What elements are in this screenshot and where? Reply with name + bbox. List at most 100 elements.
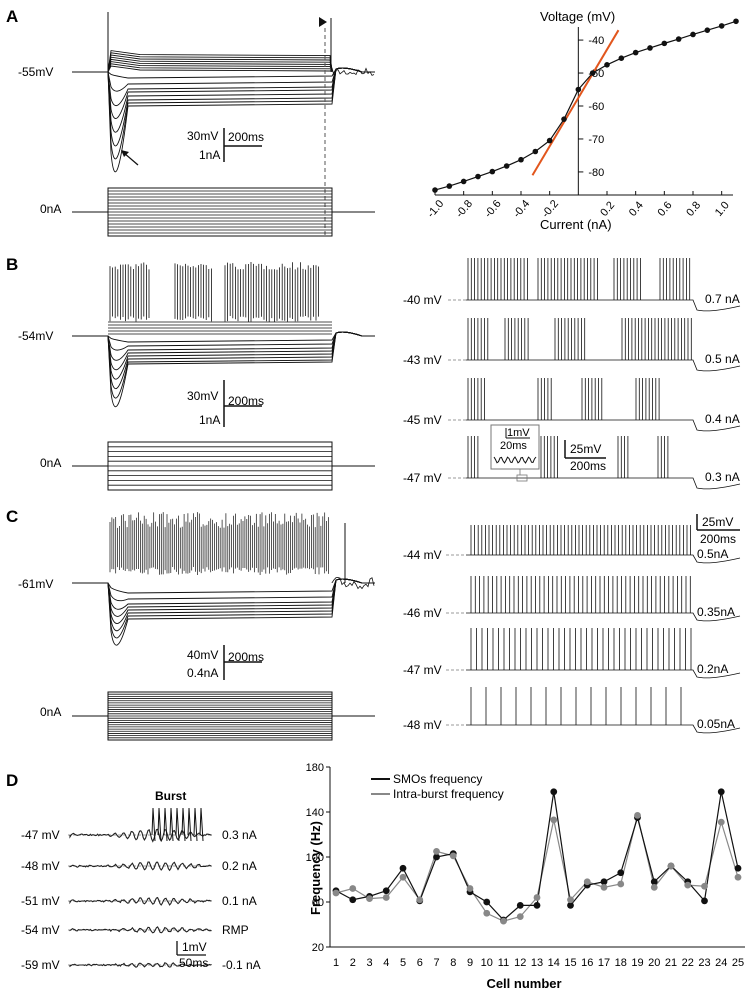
panel-b-resting-label: -54mV [18, 329, 53, 343]
iv-x-tick-label: -0.6 [482, 198, 503, 220]
iv-point [647, 45, 653, 51]
hyperpolarizing-trace [72, 67, 375, 133]
freq-x-tick-label: 7 [433, 957, 439, 969]
hyperpolarizing-trace [72, 578, 375, 602]
burst-spikes [109, 262, 319, 322]
panel-b-example-trace [466, 436, 741, 490]
panel-b-scale-i: 1nA [199, 413, 220, 427]
iv-point [489, 168, 496, 175]
panel-c-scale-t: 200ms [228, 650, 264, 664]
freq-point [449, 852, 457, 860]
freq-x-tick-label: 12 [514, 957, 526, 969]
panel-d-trace-voltage: -59 mV [21, 958, 60, 972]
freq-point [667, 862, 675, 870]
panel-c-trace-current: 0.05nA [697, 717, 735, 731]
freq-point [600, 878, 608, 886]
panel-letter-d: D [6, 771, 18, 790]
panel-b-trace-current: 0.7 nA [705, 292, 740, 306]
iv-point [432, 187, 438, 193]
freq-x-tick-label: 18 [615, 957, 627, 969]
panel-b-trace-current: 0.3 nA [705, 470, 740, 484]
panel-d-trace-voltage: -47 mV [21, 828, 60, 842]
freq-point [382, 894, 390, 901]
panel-b-scale-v: 30mV [187, 389, 218, 403]
freq-y-tick-label: 140 [306, 807, 324, 819]
freq-x-tick-label: 3 [366, 957, 372, 969]
freq-point [533, 894, 541, 901]
panel-b-example-trace [466, 378, 741, 432]
legend-label-smos: SMOs frequency [393, 772, 482, 786]
panel-d-scale-t: 50ms [179, 956, 208, 970]
iv-y-tick-label: -80 [588, 167, 604, 179]
freq-point [416, 896, 424, 904]
freq-point [533, 901, 541, 909]
freq-y-tick-label: 180 [306, 762, 324, 774]
iv-point [733, 18, 739, 25]
iv-point [675, 36, 682, 42]
iv-point [532, 148, 539, 155]
iv-y-tick-label: -40 [588, 35, 604, 47]
freq-x-tick-label: 23 [698, 957, 710, 969]
panel-d-trace-voltage: -54 mV [21, 923, 60, 937]
panel-c-example-trace [466, 525, 741, 564]
iv-y-axis-title: Voltage (mV) [540, 9, 615, 24]
panel-b-inset-v: 1mV [507, 427, 530, 439]
panel-c-current-steps [72, 691, 375, 741]
panel-d-trace-current: 0.3 nA [222, 828, 257, 842]
panel-c-scale2-v: 25mV [702, 515, 733, 529]
hyperpolarizing-trace [72, 67, 375, 107]
panel-c-trace-voltage: -44 mV [403, 548, 442, 562]
freq-x-tick-label: 1 [333, 957, 339, 969]
panel-b-inset-t: 20ms [500, 440, 527, 452]
panel-a-scale-t: 200ms [228, 130, 264, 144]
iv-point [460, 178, 467, 185]
hyperpolarizing-trace [72, 331, 375, 371]
panel-d-oscillation [69, 926, 212, 934]
panel-letter-a: A [6, 7, 18, 26]
freq-point [734, 873, 742, 881]
freq-series-lines [335, 791, 739, 922]
freq-point [550, 816, 558, 824]
freq-x-tick-label: 21 [665, 957, 677, 969]
panel-c-current-label: 0nA [40, 705, 61, 719]
freq-point [516, 901, 524, 909]
freq-y-tick-label: 100 [306, 852, 324, 864]
iv-point [618, 55, 625, 62]
panel-letter-b: B [6, 255, 18, 274]
panel-a-voltage-traces [72, 12, 375, 173]
iv-y-tick-label: -60 [588, 101, 604, 113]
panel-c-scale-bar: 40mV 0.4nA 200ms [187, 645, 264, 680]
panel-a-resting-label: -55mV [18, 65, 53, 79]
iv-point [604, 61, 610, 68]
freq-point [466, 885, 474, 892]
panel-b-current-steps [72, 441, 375, 491]
iv-point [503, 163, 510, 169]
iv-point [632, 49, 639, 56]
freq-y-tick-label: 20 [312, 942, 324, 954]
hyperpolarizing-trace [72, 331, 375, 361]
freq-x-tick-label: 16 [581, 957, 593, 969]
panel-c-scale-i: 0.4nA [187, 666, 218, 680]
freq-point [617, 880, 625, 888]
freq-x-tick-label: 5 [400, 957, 406, 969]
panel-c-example-trace [466, 576, 741, 622]
freq-point [332, 889, 340, 897]
panel-c-resting-label: -61mV [18, 577, 53, 591]
panel-d-burst-label: Burst [155, 789, 186, 803]
freq-point [382, 887, 390, 895]
panel-d-oscillation [69, 828, 212, 843]
freq-point [650, 878, 658, 886]
freq-x-tick-label: 13 [531, 957, 543, 969]
panel-d-trace-current: 0.1 nA [222, 894, 257, 908]
freq-point [617, 869, 625, 877]
panel-b-trace-voltage: -40 mV [403, 293, 442, 307]
iv-point [446, 183, 453, 189]
freq-x-tick-label: 14 [548, 957, 560, 969]
panel-d-oscillation [69, 962, 212, 968]
iv-x-tick-label: 0.8 [684, 199, 703, 218]
freq-point [684, 881, 692, 889]
iv-point [546, 137, 553, 144]
panel-c-scale-bar-2: 25mV 200ms [696, 514, 740, 546]
